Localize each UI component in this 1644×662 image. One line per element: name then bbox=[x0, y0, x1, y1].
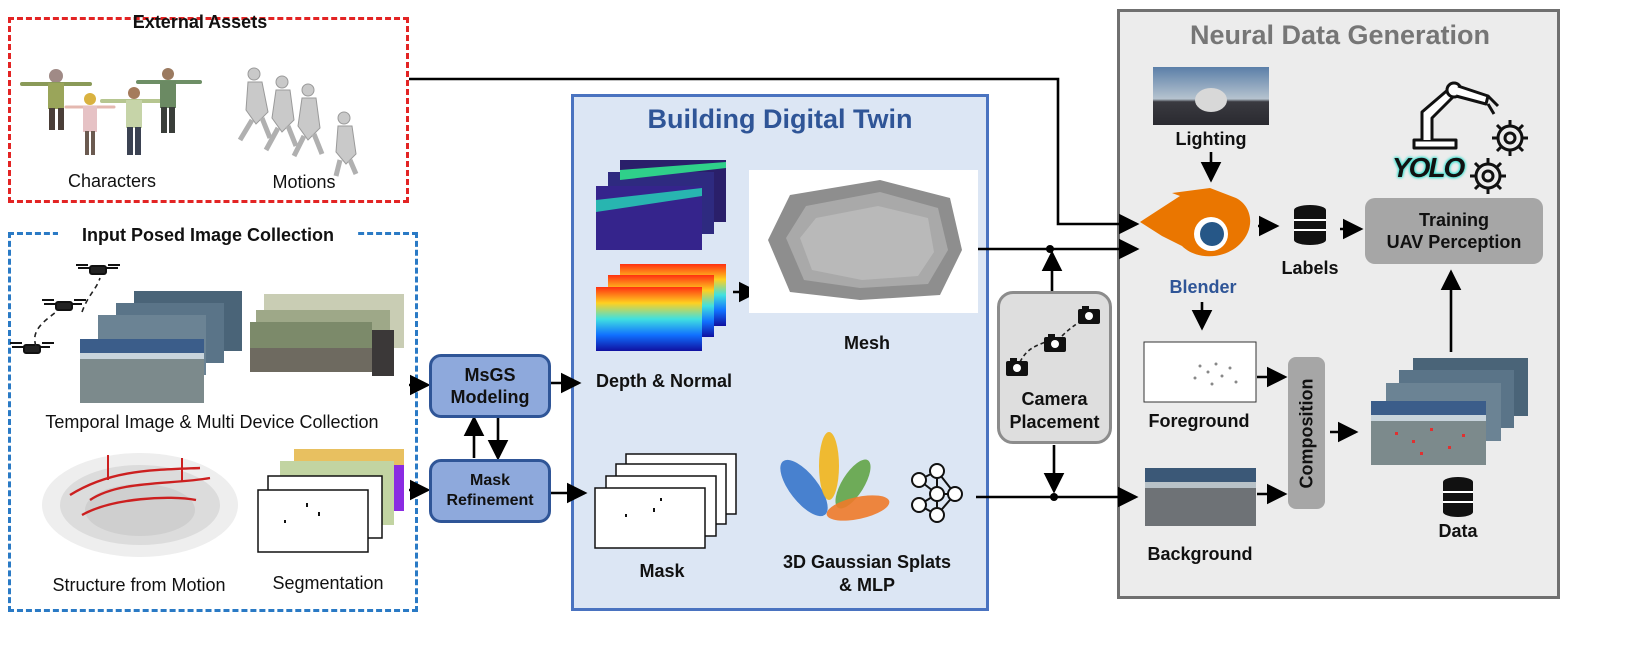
mask-refinement-line1: Mask bbox=[469, 472, 511, 489]
composition-label: Composition bbox=[1296, 378, 1316, 488]
temporal-collection-label: Temporal Image & Multi Device Collection bbox=[45, 412, 379, 432]
gaussian-label-2: & MLP bbox=[839, 575, 895, 595]
foreground-label: Foreground bbox=[1148, 411, 1250, 431]
labels-label: Labels bbox=[1281, 258, 1339, 278]
sfm-label: Structure from Motion bbox=[52, 575, 226, 595]
lighting-label: Lighting bbox=[1175, 129, 1247, 149]
motions-label: Motions bbox=[272, 172, 336, 192]
input-collection-title: Input Posed Image Collection bbox=[58, 225, 358, 246]
digital-twin-title: Building Digital Twin bbox=[647, 104, 913, 134]
database-icon bbox=[1443, 477, 1473, 517]
drone-icon bbox=[42, 299, 86, 311]
mesh-label: Mesh bbox=[843, 333, 890, 353]
neural-network-icon bbox=[911, 463, 963, 523]
mask-label: Mask bbox=[639, 561, 685, 581]
camera-icon bbox=[1044, 334, 1066, 352]
data-label: Data bbox=[1438, 521, 1478, 541]
gaussian-label-1: 3D Gaussian Splats bbox=[782, 552, 952, 572]
characters-label: Characters bbox=[67, 171, 157, 191]
segmentation-label: Segmentation bbox=[272, 573, 384, 593]
msgs-label-line2: Modeling bbox=[450, 387, 530, 407]
database-icon bbox=[1294, 205, 1326, 245]
camera-label-2: Placement bbox=[1009, 412, 1100, 432]
drone-icon bbox=[76, 264, 120, 275]
neural-title: Neural Data Generation bbox=[1189, 20, 1491, 50]
external-assets-title: External Assets bbox=[132, 12, 268, 32]
gear-icon bbox=[1470, 158, 1506, 194]
background-label: Background bbox=[1147, 544, 1253, 564]
depth-normal-label: Depth & Normal bbox=[595, 371, 732, 391]
robot-arm-icon bbox=[1412, 81, 1500, 150]
drone-icon bbox=[10, 342, 54, 354]
blender-label: Blender bbox=[1169, 277, 1237, 297]
gaussian-splat-icon bbox=[780, 432, 890, 521]
camera-label-1: Camera bbox=[1021, 389, 1088, 409]
external-assets-panel bbox=[8, 17, 409, 203]
composition-box[interactable]: Composition bbox=[1288, 357, 1325, 509]
training-label-1: Training bbox=[1418, 210, 1489, 230]
mask-refinement-line2: Refinement bbox=[446, 492, 534, 509]
gear-icon bbox=[1492, 120, 1528, 156]
camera-icon bbox=[1006, 358, 1028, 376]
training-label-2: UAV Perception bbox=[1386, 232, 1522, 252]
msgs-label-line1: MsGS bbox=[464, 365, 516, 385]
yolo-logo: YOLO bbox=[1392, 152, 1465, 183]
camera-icon bbox=[1078, 306, 1100, 324]
blender-logo-icon bbox=[1140, 188, 1251, 257]
